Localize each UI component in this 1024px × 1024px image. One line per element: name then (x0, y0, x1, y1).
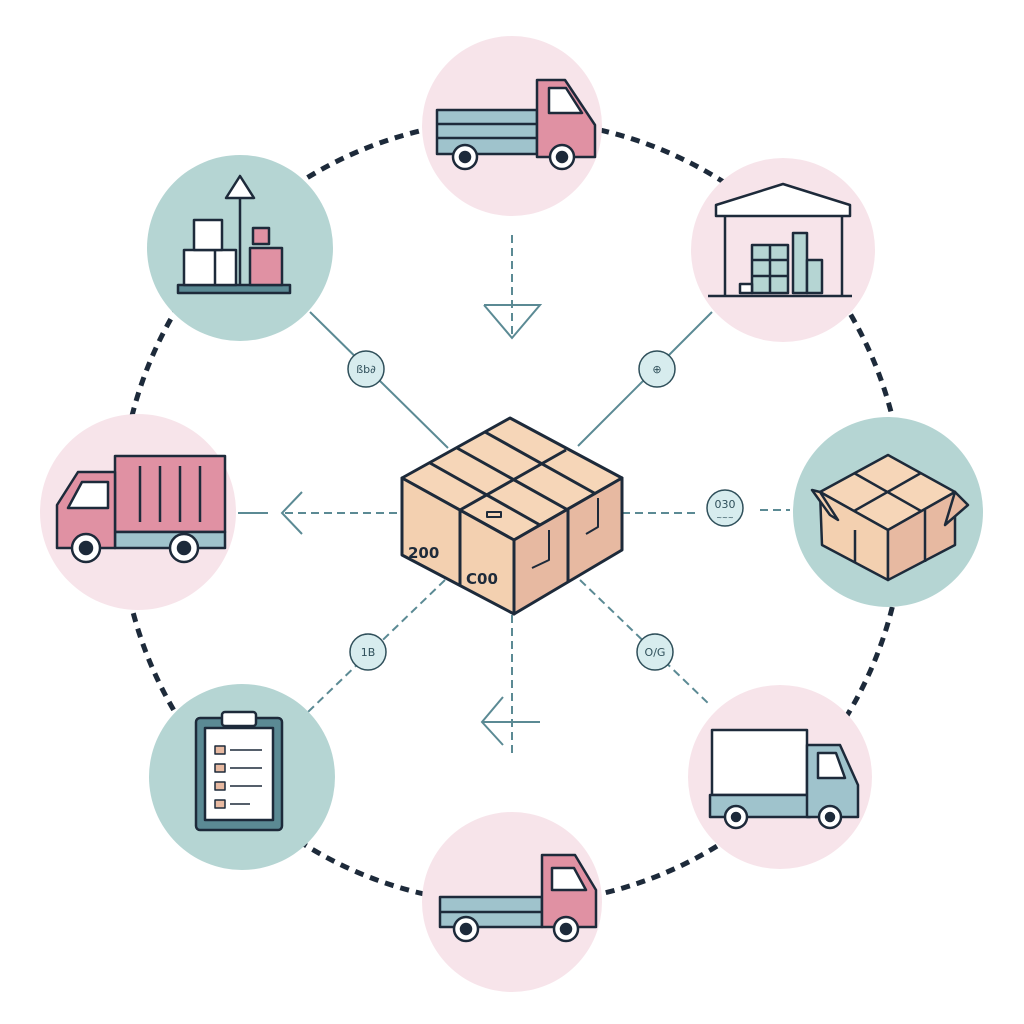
badge-bottom-left: 1B (349, 633, 387, 671)
svg-text:⊕: ⊕ (652, 363, 661, 376)
pallet-boxes-icon (176, 174, 292, 295)
svg-text:C00: C00 (466, 570, 498, 588)
node-bottom (422, 812, 602, 992)
svg-text:030: 030 (715, 498, 736, 511)
node-right (793, 417, 983, 607)
flatbed-truck-icon (438, 853, 598, 943)
cargo-truck-icon (55, 454, 227, 564)
open-boxes-icon (810, 453, 970, 582)
badge-top-right: ⊕ (638, 350, 676, 388)
delivery-van-icon (708, 728, 860, 830)
node-left (40, 414, 236, 610)
node-bottom-right (688, 685, 872, 869)
svg-text:ßb∂: ßb∂ (356, 363, 376, 376)
svg-text:1B: 1B (361, 646, 376, 659)
svg-text:~~~: ~~~ (716, 514, 734, 522)
svg-text:O/G: O/G (645, 646, 666, 659)
flatbed-truck-icon (435, 78, 597, 171)
node-top (422, 36, 602, 216)
cardboard-box-icon: 200 C00 (400, 416, 624, 616)
svg-text:200: 200 (408, 544, 439, 562)
node-top-left (147, 155, 333, 341)
badge-bottom-right: O/G (636, 633, 674, 671)
clipboard-checklist-icon (194, 710, 284, 832)
badge-right: 030 ~~~ (706, 489, 744, 527)
node-top-right (691, 158, 875, 342)
badge-top-left: ßb∂ (347, 350, 385, 388)
warehouse-icon (708, 182, 852, 298)
node-bottom-left (149, 684, 335, 870)
